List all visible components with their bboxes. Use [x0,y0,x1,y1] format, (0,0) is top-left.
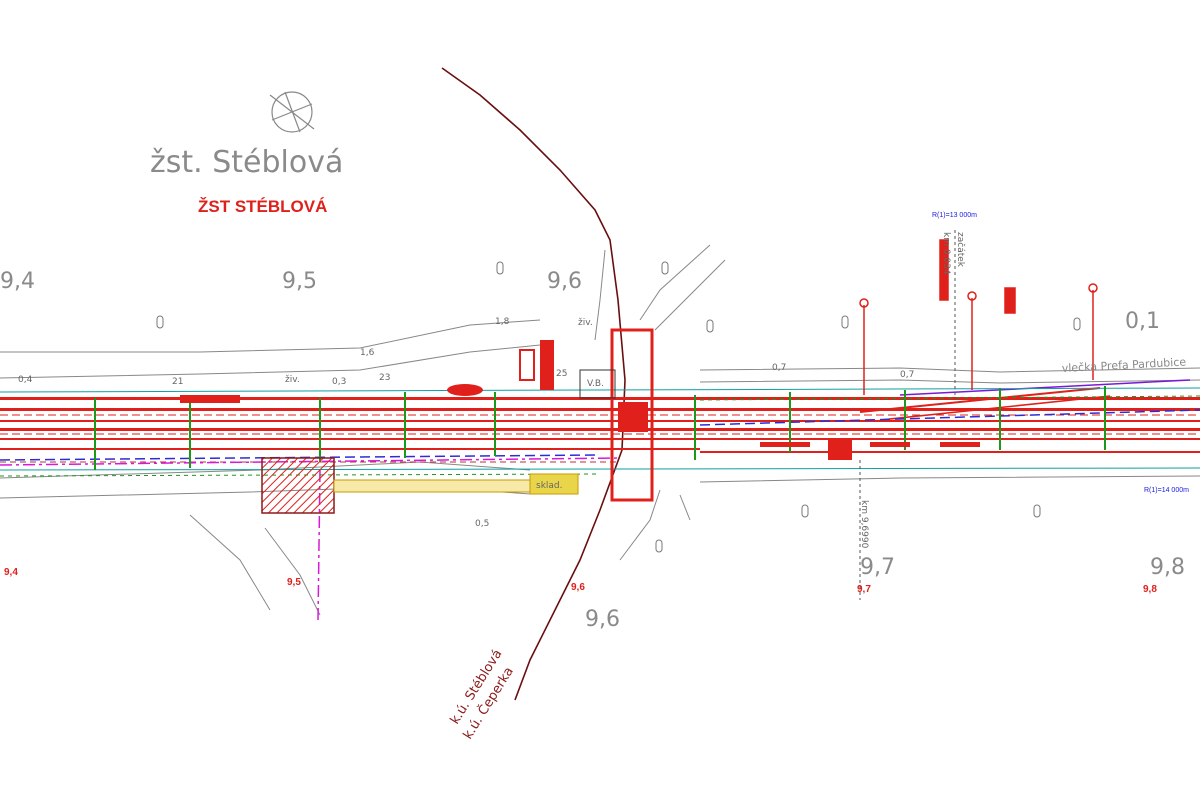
dimension-label: 0,5 [475,519,489,529]
km-label-red: 9,8 [1143,584,1157,595]
terrain-label: živ. [285,375,300,385]
track-number: 23 [379,373,390,383]
storage-label: sklad. [536,481,563,491]
km-label-bottom: 9,8 [1150,555,1185,580]
dimension-label: 1,8 [495,317,510,327]
signal-masts [859,239,1098,395]
dimension-label: 1,6 [360,348,375,358]
km-label-bottom: 9,6 [585,607,620,632]
north-arrow-icon [269,91,315,133]
building-label-vb: V.B. [587,379,604,389]
track-start-label: začátek [955,232,966,268]
track-number: 25 [556,369,567,379]
km-label-top: 9,6 [547,269,582,294]
km-label-bottom: 9,7 [860,555,895,580]
terrain-label: živ. [578,318,593,328]
km-label-red: 9,4 [4,567,18,578]
station-building [261,457,335,514]
km-label-top: 0,1 [1125,309,1160,334]
km-label-red: 9,5 [287,577,301,588]
dimension-label: 0,7 [772,363,786,373]
station-title-gray: žst. Stéblová [150,145,343,180]
dimension-label: 0,4 [18,375,33,385]
tree-symbols [156,261,1081,553]
level-crossing [519,328,654,502]
km-label-top: 9,4 [0,269,35,294]
track-start-km-label: km 0,034 [941,232,951,275]
storage-building [529,473,579,495]
platform [333,479,555,493]
km-label-red: 9,6 [571,582,585,593]
km-label-top: 9,5 [282,269,317,294]
dimension-label: 0,3 [332,377,346,387]
radius-label-bottom: R(1)=14 000m [1144,487,1189,494]
cadastral-boundary [441,67,626,701]
radius-label-top: R(1)=13 000m [932,212,977,219]
utility-lines [0,379,1200,621]
chainage-label: km 9,6990 [859,500,869,549]
siding-label: vlečka Prefa Pardubice [1061,355,1186,375]
km-label-red: 9,7 [857,584,871,595]
track-number: 21 [172,377,183,387]
dimension-label: 0,7 [900,370,914,380]
track-structures [180,384,980,460]
station-title-red: ŽST STÉBLOVÁ [198,197,327,216]
